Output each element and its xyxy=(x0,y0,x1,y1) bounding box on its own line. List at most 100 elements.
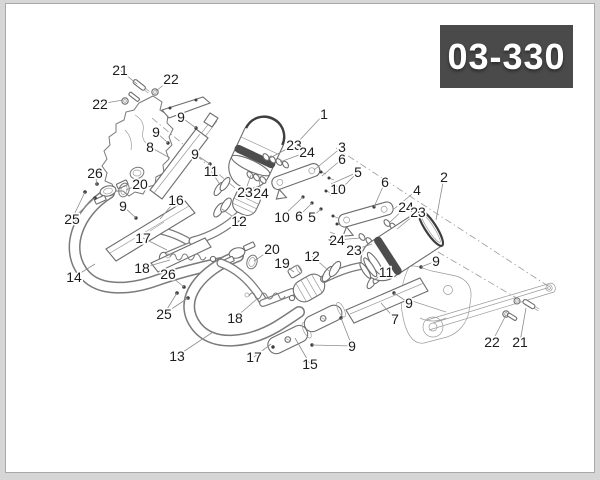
leader-line-12 xyxy=(221,208,240,222)
part-4-bracket xyxy=(328,201,394,241)
callout-25: 25 xyxy=(64,211,80,227)
leader-line-16 xyxy=(159,199,177,220)
leader-line-20 xyxy=(253,248,273,262)
callout-7: 7 xyxy=(391,311,399,327)
leader-line-6 xyxy=(373,181,386,208)
part-14-header-pipe xyxy=(68,179,227,294)
part-1-silencer xyxy=(228,115,286,189)
callout-23: 23 xyxy=(286,137,302,153)
callout-24: 24 xyxy=(299,144,315,160)
leader-line-9 xyxy=(122,205,137,219)
leader-line-6 xyxy=(321,158,343,177)
callout-22: 22 xyxy=(484,334,500,350)
leader-line-21 xyxy=(119,69,138,85)
callout-18: 18 xyxy=(134,260,150,276)
leader-line-13 xyxy=(176,331,214,357)
callout-9: 9 xyxy=(191,146,199,162)
callout-9: 9 xyxy=(348,338,356,354)
callout-24: 24 xyxy=(329,232,345,248)
leader-line-25 xyxy=(163,292,178,315)
callout-2: 2 xyxy=(440,169,448,185)
callout-21: 21 xyxy=(512,334,528,350)
diagram-code-badge: 03-330 xyxy=(440,25,573,88)
leader-line-9 xyxy=(420,260,437,268)
leader-line-10 xyxy=(329,188,339,197)
leader-line-20 xyxy=(125,183,141,191)
callout-12: 12 xyxy=(304,248,320,264)
callout-21: 21 xyxy=(112,62,128,78)
leader-line-9 xyxy=(393,292,410,304)
callout-18: 18 xyxy=(227,310,243,326)
callout-10: 10 xyxy=(274,209,290,225)
callout-17: 17 xyxy=(246,349,262,365)
leader-line-3 xyxy=(313,146,343,171)
leader-line-24 xyxy=(388,206,407,224)
leader-line-2 xyxy=(435,176,445,221)
part-17-heat-shield-left xyxy=(150,237,212,273)
callout-24: 24 xyxy=(253,185,269,201)
leader-line-14 xyxy=(73,263,96,278)
catalyst-upper-drawing xyxy=(118,176,262,246)
leader-line-23 xyxy=(353,243,373,251)
leader-line-1 xyxy=(297,113,325,143)
leader-line-4 xyxy=(393,189,418,210)
callout-6: 6 xyxy=(295,208,303,224)
part-15-heat-shield xyxy=(267,302,346,355)
washer-chain-muffler-1 xyxy=(246,153,290,184)
leader-line-24 xyxy=(336,237,361,241)
callout-20: 20 xyxy=(132,176,148,192)
leader-line-5 xyxy=(338,171,359,192)
leader-line-8 xyxy=(149,146,171,159)
callout-3: 3 xyxy=(338,139,346,155)
leader-line-11 xyxy=(373,271,387,281)
callout-15: 15 xyxy=(302,356,318,372)
part-21-22-bolts-right xyxy=(502,297,540,321)
callout-9: 9 xyxy=(152,124,160,140)
leader-line-11 xyxy=(210,170,222,187)
part-7-heat-shield xyxy=(345,277,429,324)
part-16-heat-shield xyxy=(105,200,196,262)
callout-5: 5 xyxy=(308,209,316,225)
leader-line-25 xyxy=(163,297,189,315)
callout-11: 11 xyxy=(204,163,219,179)
leader-line-15 xyxy=(294,337,311,365)
leader-line-26 xyxy=(167,273,185,288)
callout-9: 9 xyxy=(432,253,440,269)
leader-line-22 xyxy=(155,78,172,92)
callout-10: 10 xyxy=(330,181,346,197)
callout-13: 13 xyxy=(169,348,185,364)
callout-12: 12 xyxy=(231,213,247,229)
callout-26: 26 xyxy=(87,165,103,181)
leader-line-9 xyxy=(155,131,169,144)
part-13-header-pipe xyxy=(183,241,305,347)
leader-line-9 xyxy=(194,153,211,165)
leader-line-17 xyxy=(142,237,168,251)
callout-16: 16 xyxy=(168,192,184,208)
callout-25: 25 xyxy=(156,306,172,322)
leader-line-24 xyxy=(279,151,308,163)
callout-23: 23 xyxy=(410,204,426,220)
callout-26: 26 xyxy=(160,266,176,282)
leader-line-19 xyxy=(281,262,295,273)
leader-line-6 xyxy=(298,202,313,217)
callout-14: 14 xyxy=(66,269,82,285)
leader-line-23 xyxy=(269,144,295,159)
part-18-spring xyxy=(165,253,296,302)
callout-8: 8 xyxy=(146,139,154,155)
callout-22: 22 xyxy=(92,96,108,112)
diagram-code: 03-330 xyxy=(447,35,566,77)
leader-line-12 xyxy=(311,255,330,272)
callout-1: 1 xyxy=(320,106,328,122)
leader-line-21 xyxy=(519,307,527,343)
callout-24: 24 xyxy=(398,199,414,215)
leader-line-22 xyxy=(491,314,507,343)
callout-9: 9 xyxy=(405,295,413,311)
callout-9: 9 xyxy=(119,198,127,214)
leader-line-18 xyxy=(141,259,171,269)
leader-line-5 xyxy=(330,171,359,185)
leader-line-9 xyxy=(340,317,353,347)
leader-line-23 xyxy=(244,174,252,193)
callout-23: 23 xyxy=(346,242,362,258)
part-21-22-bolts-top xyxy=(121,79,159,105)
leader-line-10 xyxy=(281,196,304,218)
